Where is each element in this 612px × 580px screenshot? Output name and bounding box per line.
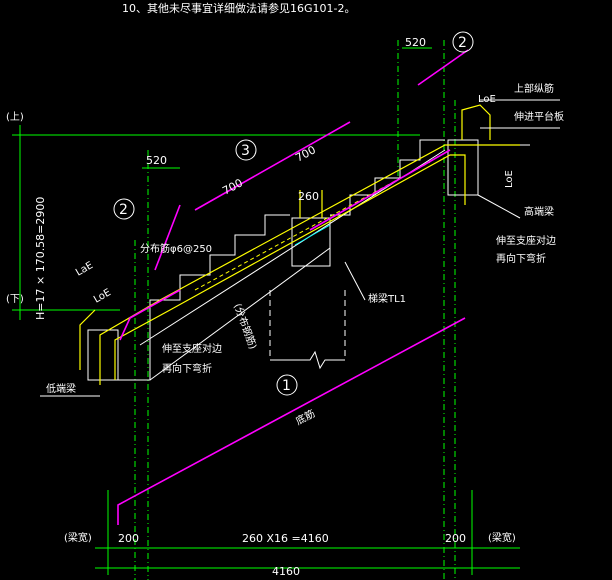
title-text: 10、其他未尽事宜详细做法请参见16G101-2。 [122,1,355,15]
magenta-rebar [117,49,469,525]
leader-stair-beam [344,261,366,301]
distribution-bar-line [194,161,431,291]
dim-bottom-run: 260 X16 =4160 [242,532,329,545]
dim-700-b: 700 [293,143,318,164]
dim-bottom-total: 4160 [272,565,300,578]
label-beam-width-right: (梁宽) [488,531,516,544]
dim-700-a: 700 [220,176,245,197]
label-extend-bend-left-2: 再向下弯折 [162,362,212,375]
marker-2-top [452,31,474,53]
bottom-bar-magenta [117,317,466,525]
marker-3 [235,139,257,161]
axis-lines [12,40,520,580]
low-end-beam [87,329,119,381]
left-short-magenta [154,204,181,271]
label-extend-bend-left-1: 伸至支座对边 [162,342,222,355]
top-rebar [99,144,520,385]
label-extend-bend-1: 伸至支座对边 [496,234,556,247]
dim-700-magenta [194,121,351,211]
marker-1 [276,374,298,396]
top-short-magenta [417,49,469,86]
label-low-beam: 低端梁 [46,382,76,395]
label-extend-platform: 伸进平台板 [514,110,564,123]
mid-magenta [309,149,451,231]
label-diag-text: (分布钢筋) [231,302,260,351]
dim-height: H=17 × 170.58=2900 [34,197,47,320]
dim-top-520: 520 [405,36,426,49]
bottom-rebar [114,154,466,380]
stair-slab-bottom [149,247,331,381]
left-top-magenta [119,289,181,341]
dim-left-520: 520 [146,154,167,167]
left-hook [79,309,96,370]
marker-1-text: 1 [282,378,291,394]
dim-260: 260 [298,190,319,203]
marker-3-text: 3 [241,143,250,159]
stair-outline [87,139,530,381]
marker-2-left-text: 2 [119,202,128,218]
label-bottom-bar: 底筋 [293,407,317,428]
label-extend-bend-2: 再向下弯折 [496,252,546,265]
dim-bottom-200-right: 200 [445,532,466,545]
label-upper-level: (上) [6,111,24,123]
lower-steps [95,214,290,381]
break-line [270,350,345,370]
marker-2-left [113,198,135,220]
leader-high-beam [477,194,521,219]
label-stair-beam: 梯梁TL1 [368,292,406,305]
marker-2-top-text: 2 [458,35,467,51]
label-high-beam: 高端梁 [524,205,554,218]
upper-steps [330,139,445,216]
high-end-beam [447,139,479,196]
label-beam-width-left: (梁宽) [64,531,92,544]
label-lower-level: (下) [6,294,24,305]
label-top-rebar: 上部纵筋 [514,82,554,95]
dim-bottom-200-left: 200 [118,532,139,545]
top-hook [461,104,491,140]
label-distribution-bar: 分布筋φ6@250 [140,242,212,255]
label-loe-left-b: LoE [92,287,113,305]
label-loe-right: LoE [504,170,515,188]
cyan-marker [294,224,331,246]
rebar-lines [79,104,520,385]
circle-markers: 2 2 3 1 [113,31,474,396]
label-loe-left-a: LaE [74,260,95,279]
